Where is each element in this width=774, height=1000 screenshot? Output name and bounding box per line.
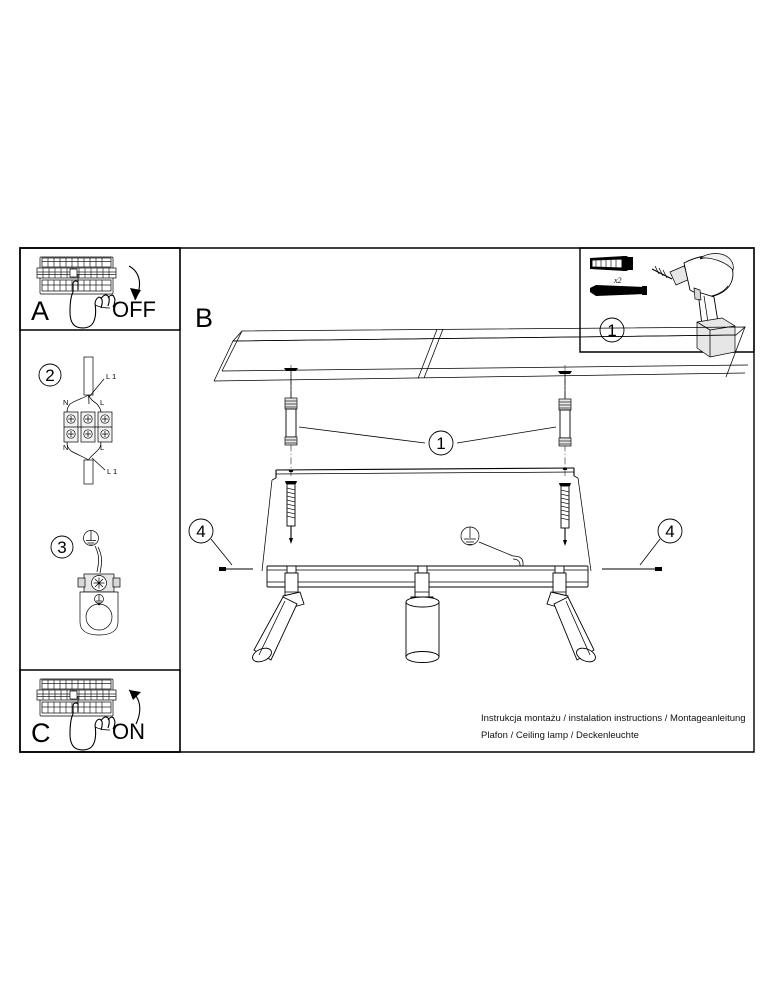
callout-4-right-number: 4 [665,522,674,541]
spotlight-right [546,565,596,663]
arrow-off-icon [128,265,141,301]
terminal-label-l-bottom: L [100,443,104,452]
callout-1-number: 1 [436,434,445,453]
hand-icon-a [69,274,116,329]
callout-4-left-number: 4 [196,522,205,541]
arrow-on-icon [128,689,141,725]
panel-c: C [31,678,145,751]
spotlight-center [405,565,440,663]
spotlight-left [252,565,305,663]
panel-a-action-label: OFF [112,297,156,322]
callout-1: 1 [298,426,557,456]
ceiling-anchor-right [558,365,572,476]
panel-step2: 2 L 1 N L [38,356,117,485]
step2-number: 2 [45,366,54,385]
ceiling-surface [213,326,749,382]
wire-label-l1-bottom: L 1 [107,467,117,476]
wire-label-l1-top: L 1 [106,372,116,381]
callout-4-left: 4 [188,518,253,571]
caption-block: Instrukcja montażu / instalation instruc… [481,713,746,741]
terminal-block-body [63,411,113,443]
panel-a: A [31,256,156,329]
ground-terminal-icon [77,573,121,636]
bracket-screw-right [559,483,571,546]
ceiling-anchor-left [284,365,298,476]
step3-badge [50,535,74,559]
step1-badge [599,317,625,343]
panel-b: B [188,303,749,663]
panel-c-letter: C [31,718,51,748]
caption-line-1: Instrukcja montażu / instalation instruc… [481,713,746,724]
panel-dividers [19,247,755,753]
step3-number: 3 [57,538,66,557]
terminal-label-n-bottom: N [63,443,68,452]
step1-number: 1 [607,321,616,340]
mounting-bracket [271,467,579,481]
panel-b-letter: B [195,303,213,333]
step1-quantity-label: x2 [613,276,622,285]
terminal-block-icon: L 1 N L [63,356,117,485]
panel-a-letter: A [31,296,49,326]
power-drill-icon [651,253,736,358]
callout-4-right: 4 [602,518,683,571]
breaker-panel-a-icon [36,256,117,295]
wall-plug-icon [590,256,633,271]
panel-step1: x2 1 [590,253,736,358]
assembly-ground-symbol [460,526,524,568]
terminal-label-n-top: N [63,398,68,407]
earth-ground-symbol-step3 [83,530,99,546]
caption-line-2: Plafon / Ceiling lamp / Deckenleuchte [481,730,639,741]
breaker-panel-c-icon [36,678,117,717]
terminal-label-l-top: L [100,398,104,407]
step2-badge [38,363,62,387]
bracket-screw-left [285,481,297,544]
panel-c-action-label: ON [112,719,145,744]
wood-screw-icon [590,285,647,296]
panel-step3: 3 [50,530,121,636]
hand-icon-c [69,696,116,751]
